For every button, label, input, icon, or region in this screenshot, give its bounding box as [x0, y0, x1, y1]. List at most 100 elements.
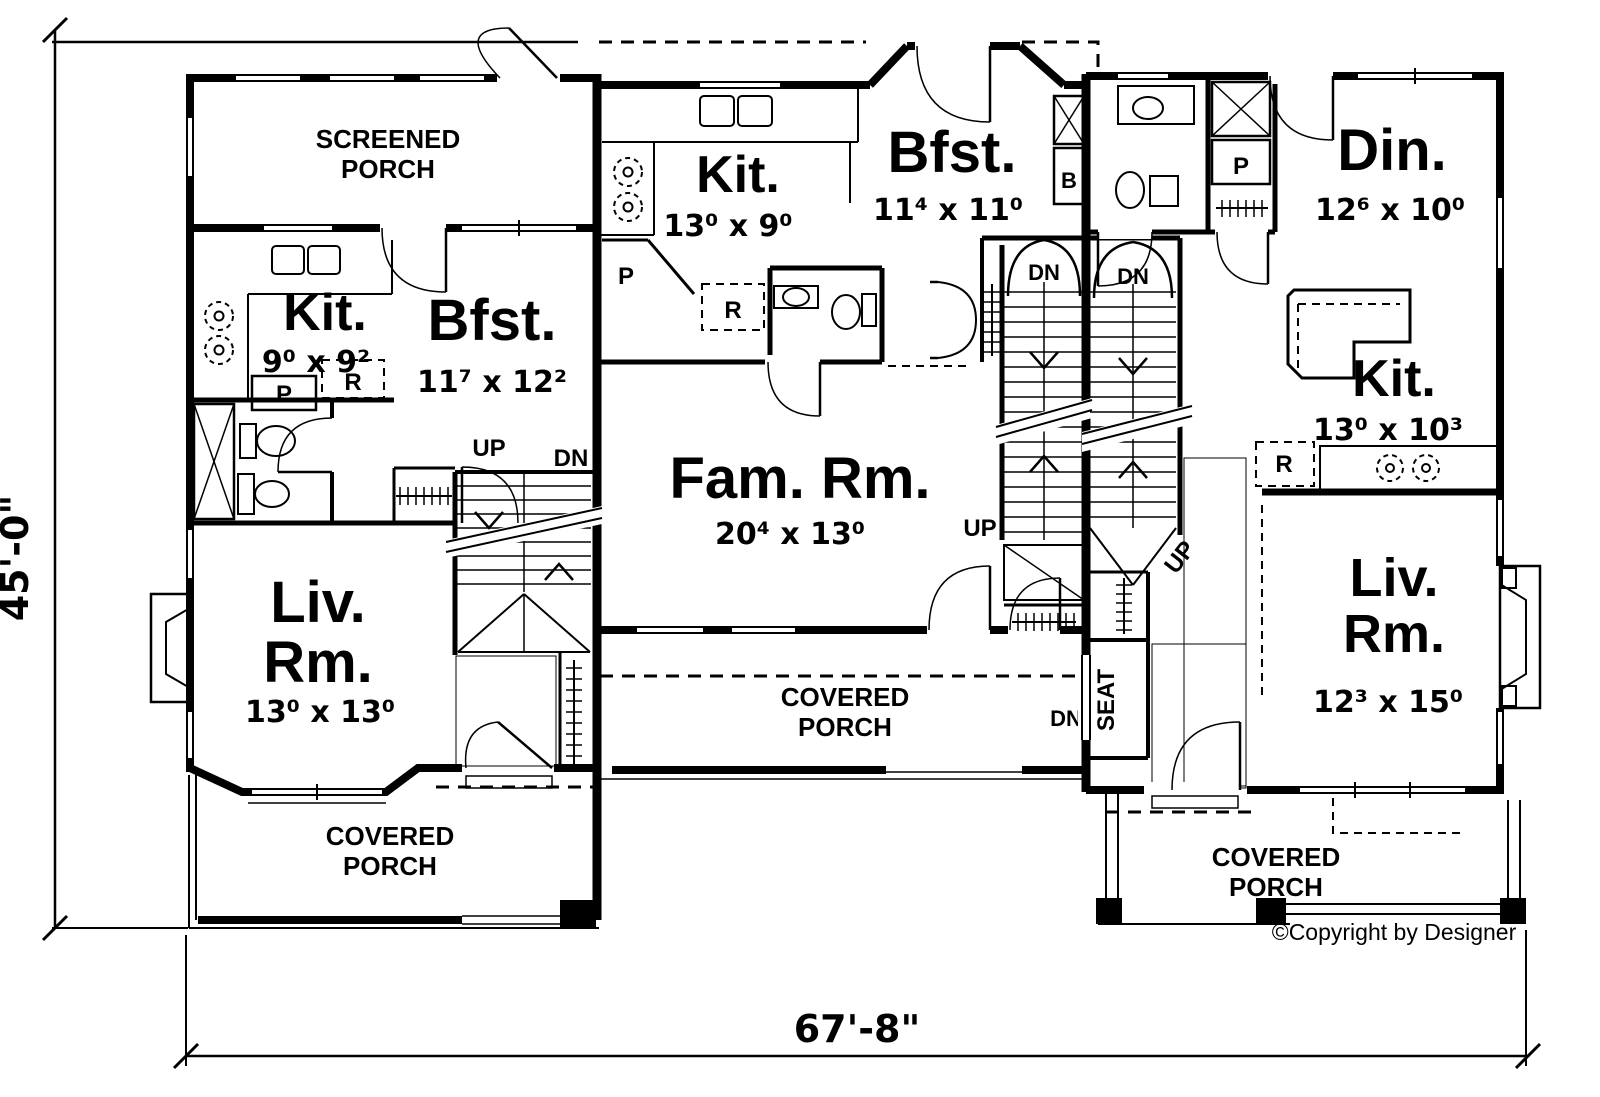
window	[732, 622, 795, 638]
unit-left-doors	[277, 27, 560, 789]
dim-tick	[41, 16, 69, 44]
unit-right-fireplace	[1498, 564, 1542, 710]
refrigerator-box	[701, 283, 765, 331]
window	[330, 70, 394, 86]
stove-cooktop	[613, 157, 643, 222]
corner-pantry	[602, 238, 696, 295]
window	[182, 530, 198, 578]
window	[1118, 68, 1168, 84]
unit-right-stairs	[1081, 240, 1193, 634]
room-label-covered-porch-left-1: COVERED	[326, 821, 455, 851]
porch-post	[560, 900, 596, 928]
unit-right: Din. 12⁶ x 10⁰ Kit. 13⁰ x 10³ Liv. Rm. 1…	[1078, 68, 1542, 925]
stair-arrow-down	[474, 511, 504, 530]
seat-window	[1078, 655, 1094, 740]
window	[1492, 712, 1508, 764]
window	[182, 712, 198, 758]
kitchen-sink	[307, 245, 341, 275]
room-label-breakfast-middle: Bfst.	[888, 120, 1017, 185]
up-label-middle: UP	[963, 515, 996, 542]
bath-sink	[782, 287, 810, 307]
stair-arrow-up	[544, 562, 574, 581]
door	[277, 417, 333, 474]
room-label-covered-porch-left-2: PORCH	[343, 851, 437, 881]
room-dims-kitchen-right: 13⁰ x 10³	[1313, 413, 1463, 448]
overall-height-dimension: 45'-0"	[0, 495, 37, 622]
room-label-kitchen-right: Kit.	[1352, 350, 1436, 408]
refrigerator-label-middle: R	[724, 297, 741, 324]
stove-cooktop	[1376, 454, 1440, 482]
window	[264, 220, 332, 236]
kitchen-sink	[271, 245, 305, 275]
linen-closet	[1210, 80, 1272, 138]
door	[460, 466, 519, 530]
unit-right-kitchen-fixtures	[1255, 288, 1499, 491]
unit-left: SCREENED PORCH Kit. 9⁰ x 9² Bfst. 11⁷ x …	[149, 27, 603, 929]
pantry-box	[250, 374, 318, 412]
front-door	[1150, 721, 1242, 809]
unit-left-coat-closet	[396, 487, 452, 505]
stove-cooktop	[204, 301, 234, 365]
linen-closet	[192, 402, 236, 521]
pantry-box	[1210, 138, 1272, 186]
porch-post	[1256, 898, 1286, 924]
unit-right-labels: Din. 12⁶ x 10⁰ Kit. 13⁰ x 10³ Liv. Rm. 1…	[1093, 118, 1465, 902]
room-dims-dining: 12⁶ x 10⁰	[1315, 193, 1465, 228]
copyright-text: ©Copyright by Designer	[1272, 919, 1517, 945]
unit-right-porch	[1096, 790, 1526, 925]
pantry-label-left: P	[276, 381, 292, 408]
unit-middle-windows	[637, 77, 795, 638]
porch-post	[1500, 898, 1526, 924]
kitchen-sink	[699, 95, 735, 127]
room-label-living-left-1: Liv.	[270, 570, 366, 635]
front-door	[462, 721, 554, 789]
toilet	[1115, 171, 1179, 209]
window	[236, 70, 300, 86]
tile-floor	[1183, 457, 1247, 789]
door	[1096, 225, 1153, 287]
window	[1492, 500, 1508, 556]
stair-arch-opening	[1006, 238, 1082, 297]
dimension-annotations: 45'-0" 67'-8"	[0, 16, 1542, 1070]
roof-overhang-dashed	[1022, 40, 1100, 72]
door	[765, 355, 822, 417]
window	[182, 118, 198, 176]
unit-middle-hall-closet	[984, 284, 1000, 356]
room-dims-kitchen-left: 9⁰ x 9²	[262, 345, 370, 380]
coat-closet	[1216, 200, 1268, 217]
down-label-middle-porch: DN	[1050, 706, 1082, 731]
door	[915, 38, 992, 123]
unit-left-porch	[188, 775, 599, 929]
unit-right-windows	[1078, 68, 1508, 798]
seat-label: SEAT	[1093, 669, 1120, 732]
unit-middle-labels: Kit. 13⁰ x 9⁰ Bfst. 11⁴ x 11⁰ Fam. Rm. 2…	[618, 120, 1082, 742]
refrigerator-label-right: R	[1275, 451, 1292, 478]
refrigerator-box	[321, 359, 385, 399]
room-label-living-left-2: Rm.	[263, 630, 373, 695]
toilet	[239, 423, 296, 459]
screen-door	[477, 27, 560, 86]
coat-closet	[1116, 578, 1132, 634]
unit-middle-stairs	[995, 238, 1093, 631]
room-label-covered-porch-middle-1: COVERED	[781, 682, 910, 712]
room-dims-living-left: 13⁰ x 13⁰	[245, 695, 395, 730]
dim-tick	[1514, 1042, 1542, 1070]
pantry-label-right: P	[1233, 153, 1249, 180]
room-label-kitchen-middle: Kit.	[696, 146, 780, 204]
unit-middle-kitchen-fixtures	[600, 89, 859, 331]
unit-left-kitchen-fixtures	[204, 240, 393, 412]
unit-middle-porch	[600, 674, 1086, 780]
room-dims-kitchen-middle: 13⁰ x 9⁰	[663, 209, 792, 244]
room-label-family-room: Fam. Rm.	[669, 446, 930, 511]
door	[927, 565, 992, 637]
room-label-screened-porch-1: SCREENED	[316, 124, 460, 154]
door	[1215, 225, 1270, 285]
window	[700, 77, 780, 93]
overall-width-dimension: 67'-8"	[794, 1007, 921, 1051]
room-label-living-right-1: Liv.	[1349, 548, 1438, 608]
refrigerator-label-left: R	[344, 369, 361, 396]
door	[1268, 68, 1335, 141]
porch-post	[1096, 898, 1122, 924]
